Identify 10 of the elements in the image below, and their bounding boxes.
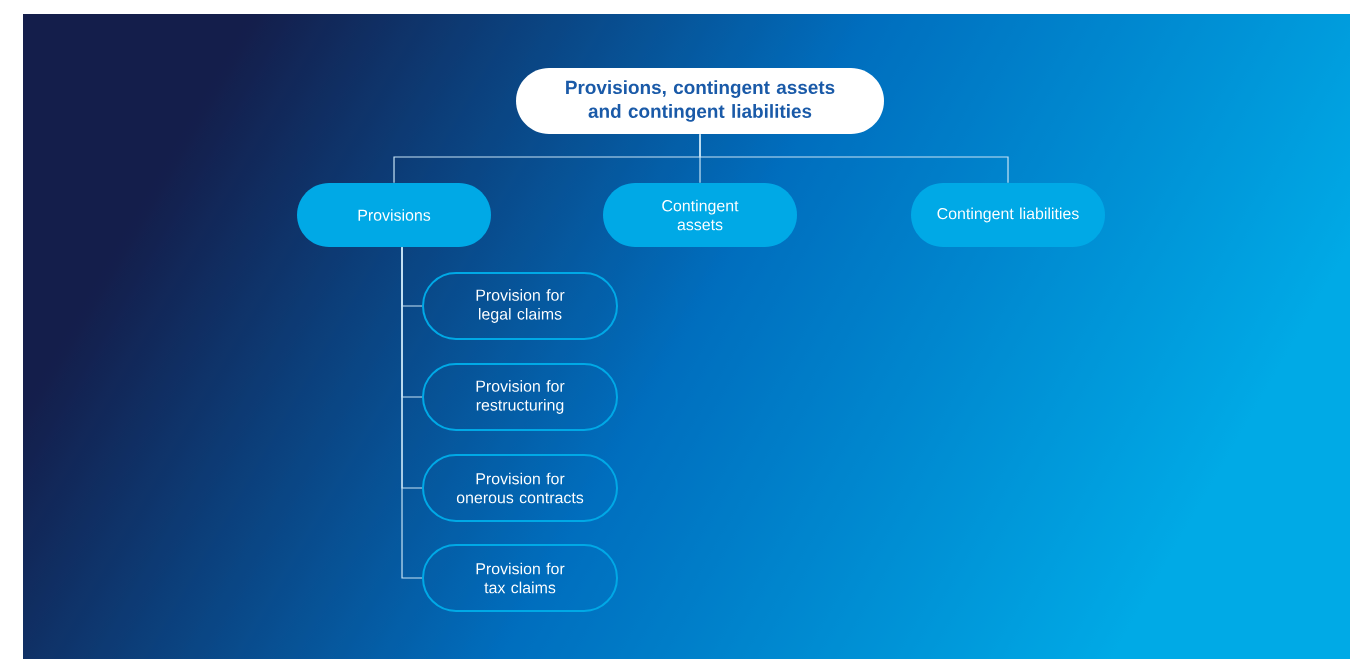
subcategory-pill: Provision for tax claims [422,544,618,612]
subcategory-pill: Provision for legal claims [422,272,618,340]
title-pill: Provisions, contingent assets and contingent liabilities [516,68,884,134]
category-pill: Contingent assets [603,183,797,247]
category-pill: Provisions [297,183,491,247]
connector-line [699,133,1009,184]
subcategory-pill: Provision for restructuring [422,363,618,431]
connector-line [401,246,423,579]
category-pill: Contingent liabilities [911,183,1105,247]
subcategory-pill: Provision for onerous contracts [422,454,618,522]
